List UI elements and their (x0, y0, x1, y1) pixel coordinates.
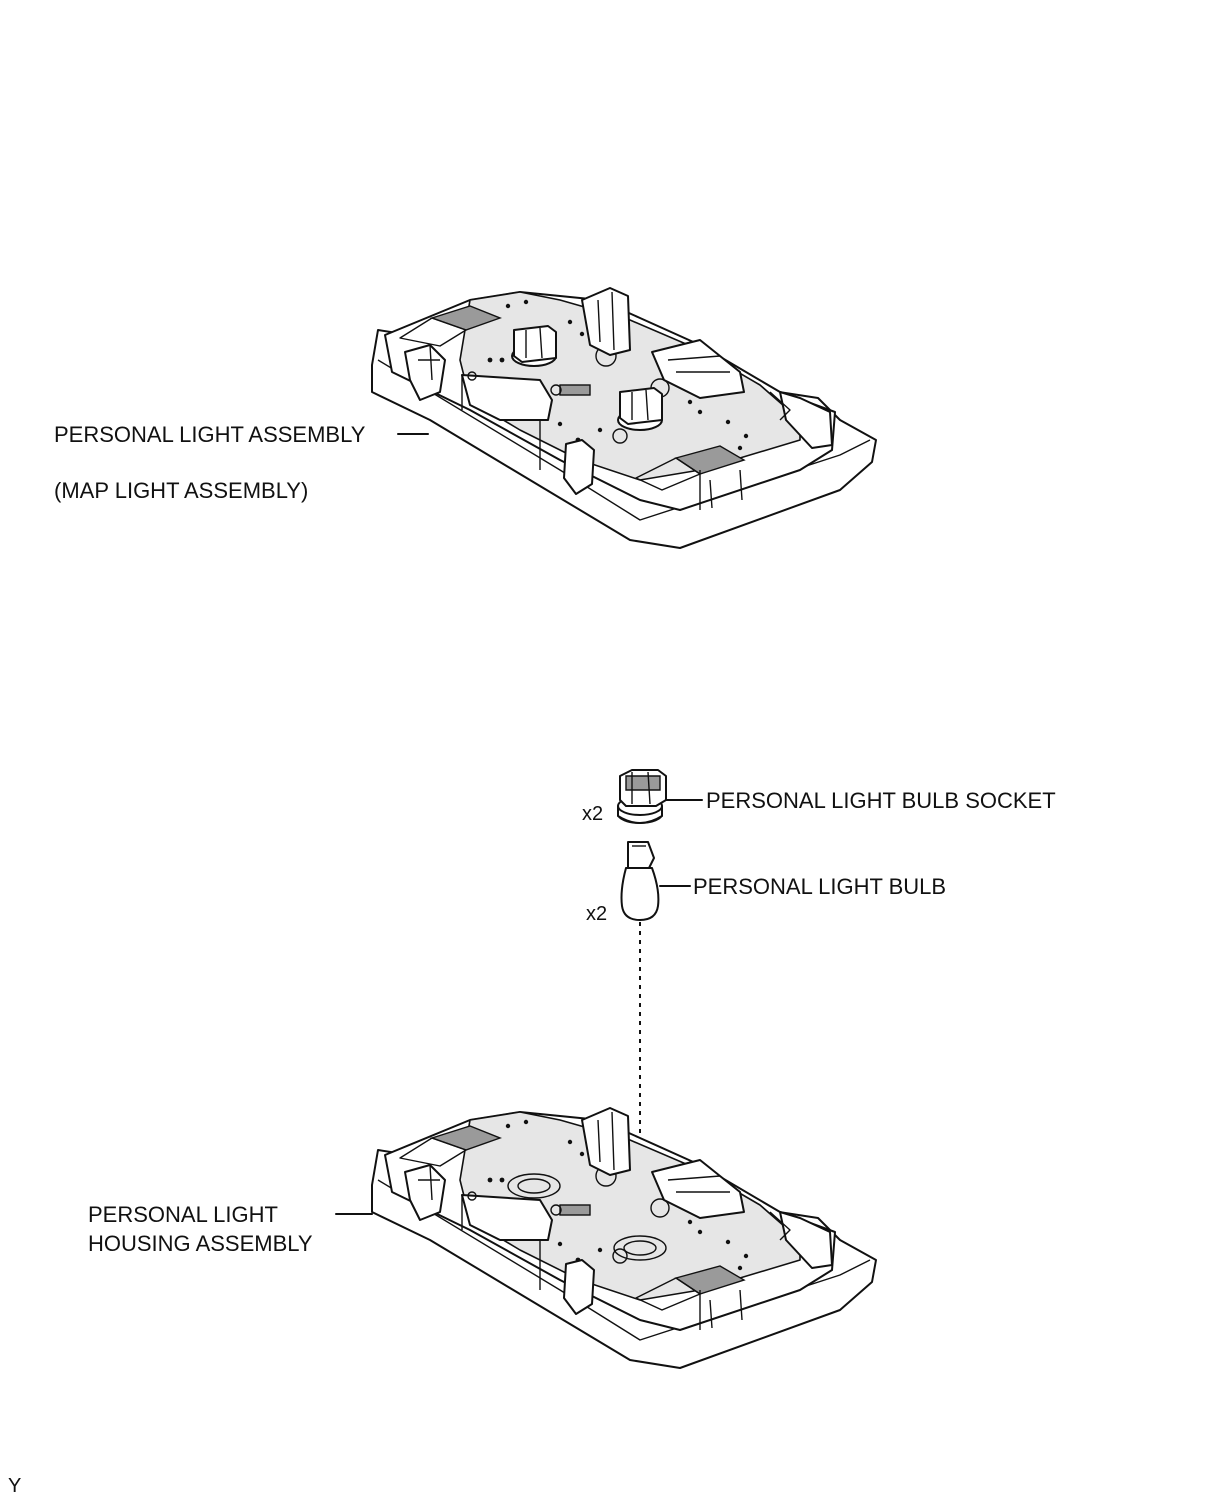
light-assembly-drawing (371, 287, 877, 549)
bulb-socket-drawing (617, 769, 667, 824)
label-personal-light-assembly: PERSONAL LIGHT ASSEMBLY (54, 422, 366, 447)
installed-socket-lower (617, 387, 663, 431)
label-map-light-assembly: (MAP LIGHT ASSEMBLY) (54, 478, 308, 503)
label-bulb: PERSONAL LIGHT BULB (693, 874, 946, 899)
installed-socket-upper (511, 325, 557, 367)
corner-code: Y (8, 1475, 21, 1497)
socket-quantity: x2 (582, 803, 603, 825)
bulb-quantity: x2 (586, 903, 607, 925)
label-housing-line2: HOUSING ASSEMBLY (88, 1231, 313, 1256)
label-housing-line1: PERSONAL LIGHT (88, 1202, 278, 1227)
housing-assembly-drawing (371, 1107, 877, 1369)
label-bulb-socket: PERSONAL LIGHT BULB SOCKET (706, 788, 1056, 813)
bulb-drawing (620, 841, 660, 921)
